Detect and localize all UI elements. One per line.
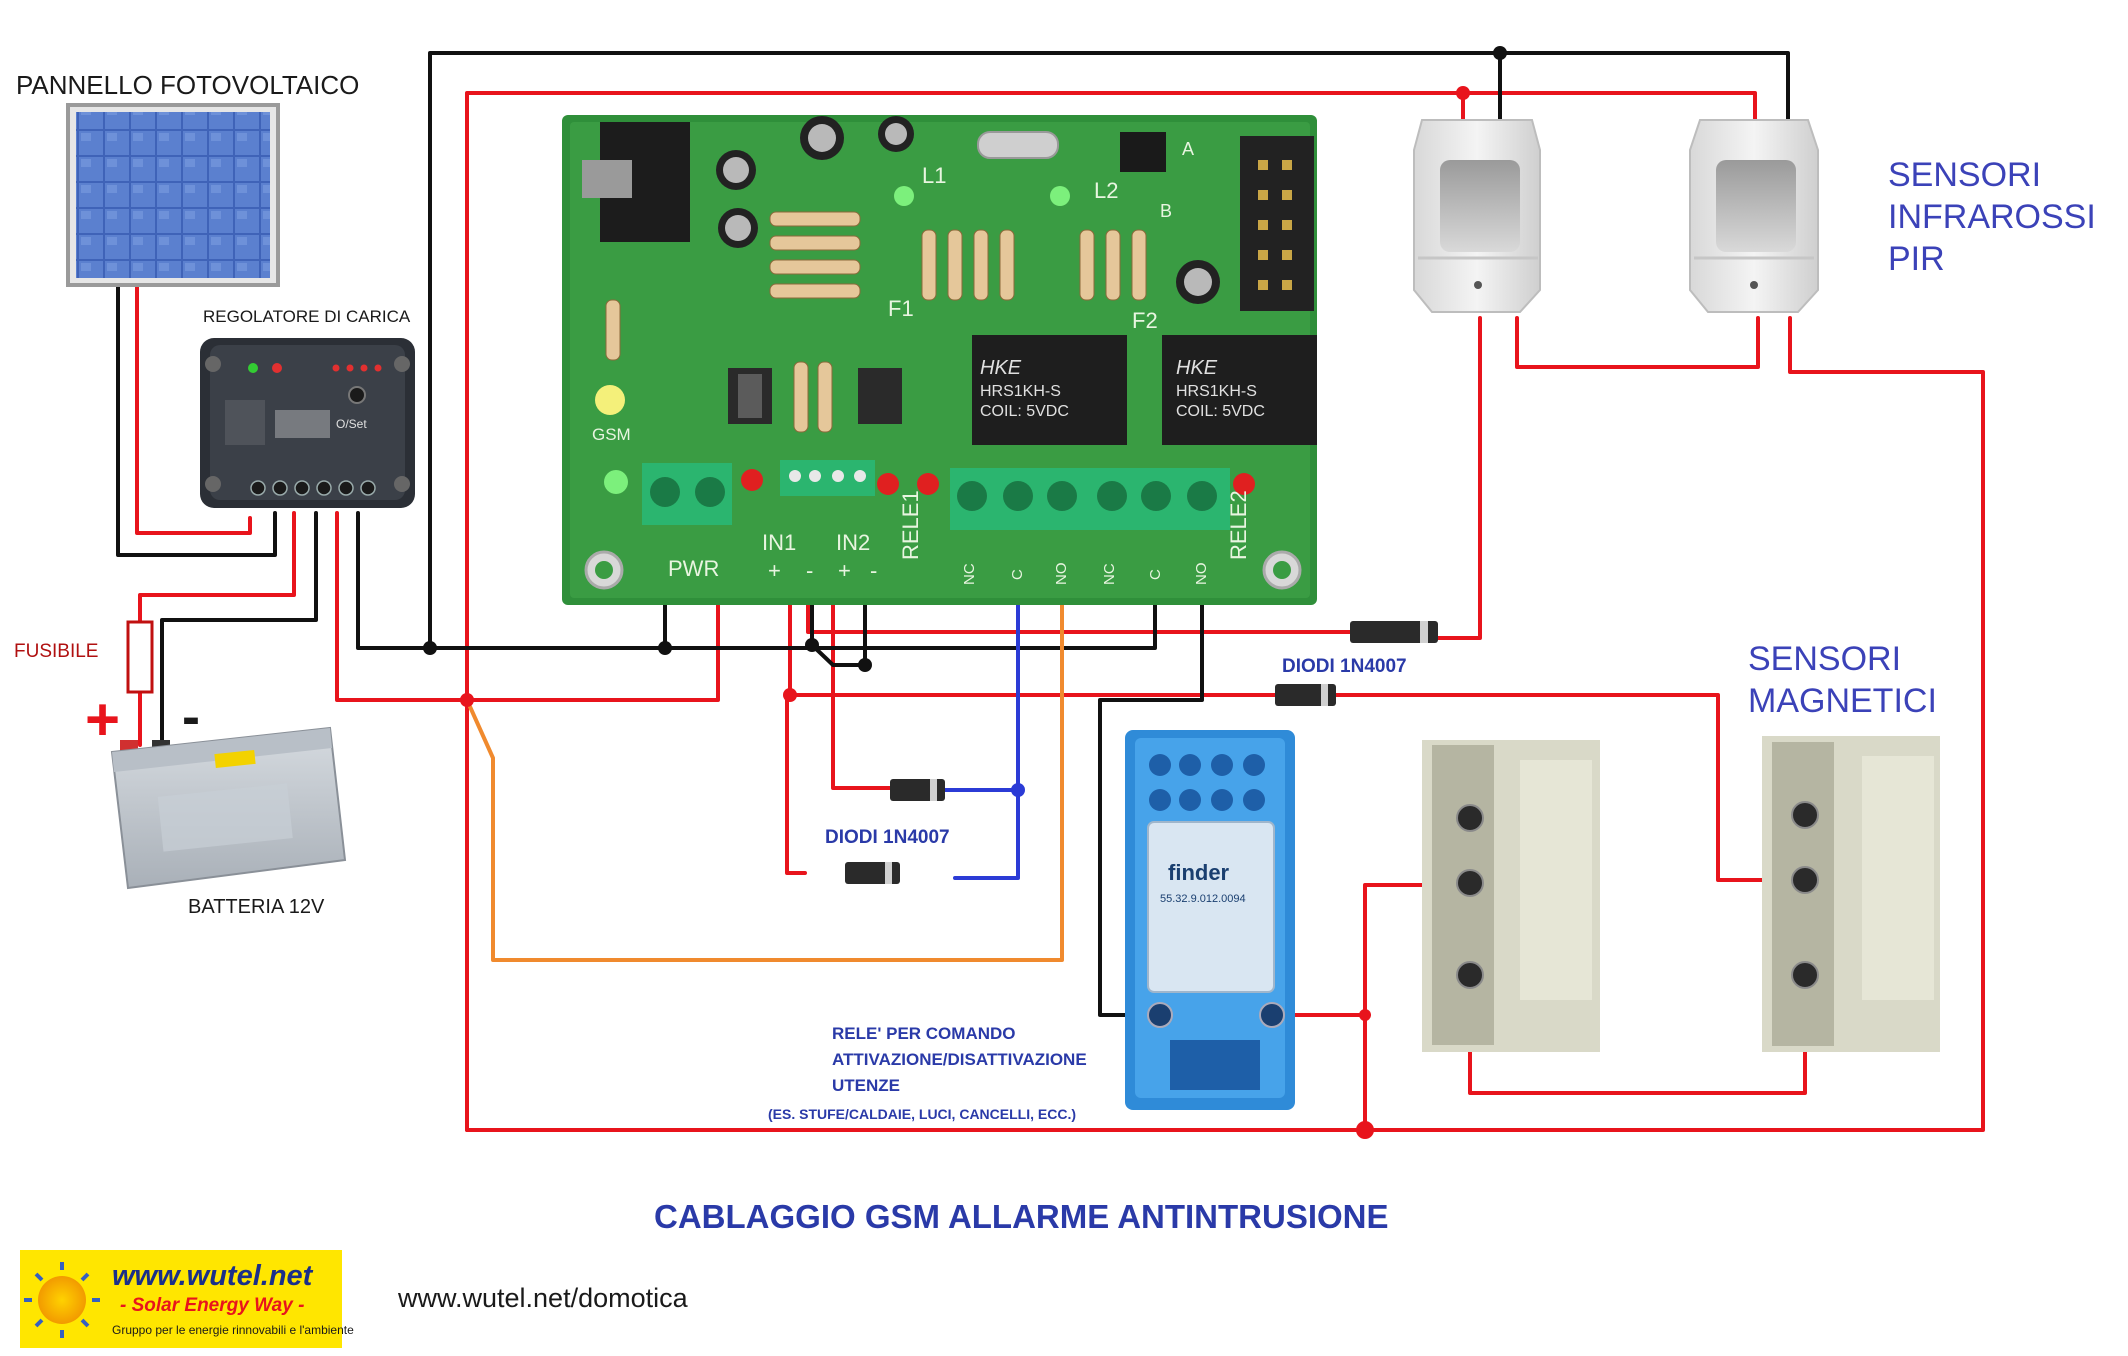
wutel-logo — [20, 1250, 342, 1348]
charge-regulator — [200, 338, 415, 508]
board-f2: F2 — [1132, 308, 1158, 333]
board-nc1: NC — [961, 563, 978, 585]
wire-red-d4 — [785, 693, 807, 875]
wire-red-bottom — [465, 316, 1985, 1132]
mag-label-line2: MAGNETICI — [1748, 682, 1937, 720]
board-in1-label: IN1 — [762, 530, 797, 555]
logo-tagline: - Solar Energy Way - — [120, 1295, 305, 1316]
wire-red-mag-left — [1363, 883, 1452, 1132]
battery-label: BATTERIA 12V — [188, 896, 325, 918]
battery-plus-label: + — [85, 686, 121, 753]
fuse-label: FUSIBILE — [14, 641, 99, 662]
relay-label-line3: UTENZE — [832, 1076, 900, 1095]
relay2-brand: HKE — [1176, 357, 1218, 379]
finder-relay — [1125, 730, 1295, 1110]
wire-black-bat — [160, 511, 318, 747]
website-link[interactable]: www.wutel.net/domotica — [398, 1283, 688, 1313]
board-no1: NO — [1053, 562, 1070, 586]
magnetic-sensor-1 — [1422, 740, 1600, 1052]
board-plus1: + — [768, 558, 781, 583]
relay2-model: HRS1KH-S — [1176, 383, 1257, 400]
wire-black-loop-top — [428, 51, 1790, 650]
wire-red-mag-link — [1468, 1038, 1807, 1095]
board-rele1-label: RELE1 — [898, 490, 923, 560]
wire-orange — [465, 518, 1064, 962]
fuse — [126, 620, 154, 694]
wire-red-pir-diode — [1436, 316, 1482, 640]
board-plus2: + — [838, 558, 851, 583]
diode-1 — [1350, 621, 1438, 643]
relay-label-line1: RELE' PER COMANDO — [832, 1024, 1016, 1043]
relay1-model: HRS1KH-S — [980, 383, 1061, 400]
board-nc2: NC — [1101, 563, 1118, 585]
diodes — [845, 621, 1438, 884]
diode-3 — [890, 779, 945, 801]
wire-red-loop-top — [465, 91, 1757, 1132]
board-minus2: - — [870, 558, 878, 583]
gsm-board — [562, 115, 1317, 605]
diagram-title: CABLAGGIO GSM ALLARME ANTINTRUSIONE — [654, 1198, 1389, 1235]
board-no2: NO — [1193, 562, 1210, 586]
relay1-coil: COIL: 5VDC — [980, 403, 1069, 420]
wire-black-relay-coil — [1098, 518, 1204, 1017]
wire-red-panel — [135, 283, 252, 535]
finder-brand: finder — [1168, 860, 1230, 885]
logo-site: www.wutel.net — [112, 1260, 313, 1292]
mag-label-line1: SENSORI — [1748, 640, 1902, 678]
logo-sub: Gruppo per le energie rinnovabili e l'am… — [112, 1323, 354, 1337]
wire-red-diode2b — [1334, 693, 1792, 882]
charge-regulator-label: REGOLATORE DI CARICA — [203, 307, 411, 326]
battery-minus-label: - — [182, 687, 200, 747]
pir-label-line3: PIR — [1888, 240, 1945, 278]
pir-sensor-2 — [1689, 119, 1819, 313]
relay-label-line4: (ES. STUFE/CALDAIE, LUCI, CANCELLI, ECC.… — [768, 1106, 1076, 1122]
solar-panel — [66, 103, 280, 287]
board-a: A — [1182, 139, 1195, 159]
wire-red-pir-link — [1515, 316, 1760, 369]
wire-black-panel — [116, 283, 277, 557]
pir-label-line1: SENSORI — [1888, 156, 2042, 194]
diode-4 — [845, 862, 900, 884]
battery — [110, 726, 347, 890]
relay-label-line2: ATTIVAZIONE/DISATTIVAZIONE — [832, 1050, 1087, 1069]
board-b: B — [1160, 201, 1173, 221]
board-c1: C — [1009, 569, 1026, 580]
finder-model: 55.32.9.012.0094 — [1160, 893, 1246, 905]
wire-blue-rele1 — [953, 518, 1020, 880]
wire-red-reg-load — [335, 511, 720, 702]
board-l1: L1 — [922, 163, 947, 188]
regulator-set-label: O/Set — [336, 417, 367, 431]
solar-panel-label: PANNELLO FOTOVOLTAICO — [16, 70, 360, 100]
board-gsm-label: GSM — [592, 425, 631, 444]
pir-sensor-1 — [1413, 119, 1541, 313]
junctions — [423, 46, 1507, 1139]
board-l2: L2 — [1094, 178, 1119, 203]
diodes-label-bottom: DIODI 1N4007 — [825, 827, 950, 848]
board-c2: C — [1147, 569, 1164, 580]
relay2-coil: COIL: 5VDC — [1176, 403, 1265, 420]
board-pwr-label: PWR — [668, 556, 720, 581]
relay1-brand: HKE — [980, 357, 1022, 379]
diodes-label-top: DIODI 1N4007 — [1282, 656, 1407, 677]
board-in2-label: IN2 — [836, 530, 871, 555]
wire-red-d3 — [831, 516, 892, 790]
board-f1: F1 — [888, 296, 914, 321]
pir-label-line2: INFRAROSSI — [1888, 198, 2096, 236]
board-rele2-label: RELE2 — [1226, 490, 1251, 560]
board-minus1: - — [806, 558, 814, 583]
magnetic-sensor-2 — [1762, 736, 1940, 1052]
diode-2 — [1275, 684, 1336, 706]
